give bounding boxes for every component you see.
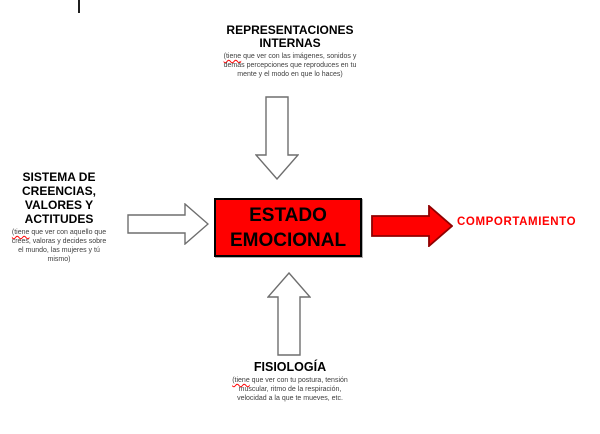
node-sistema-de-creencias: SISTEMA DE CREENCIAS, VALORES Y ACTITUDE… xyxy=(0,170,118,264)
node-title: REPRESENTACIONES INTERNAS xyxy=(226,23,354,50)
node-description: (tiene que ver con las imágenes, sonidos… xyxy=(193,52,387,79)
up-arrow-icon xyxy=(267,272,311,356)
node-description: (tiene que ver con tu postura, tensión m… xyxy=(195,376,385,403)
description-text: que ver con aquello que crees, valoras y… xyxy=(11,229,107,263)
description-text: que ver con tu postura, tensión muscular… xyxy=(237,377,348,402)
misspelled-word: (tiene xyxy=(11,229,30,236)
description-text: que ver con las imágenes, sonidos y demá… xyxy=(223,53,357,78)
node-fisiologia: FISIOLOGÍA (tiene que ver con tu postura… xyxy=(195,360,385,403)
node-title: FISIOLOGÍA xyxy=(253,360,327,374)
node-representaciones-internas: REPRESENTACIONES INTERNAS (tiene que ver… xyxy=(193,24,387,79)
node-description: (tiene que ver con aquello que crees, va… xyxy=(0,228,118,264)
misspelled-word: (tiene xyxy=(232,377,250,384)
down-arrow-icon xyxy=(255,96,299,180)
misspelled-word: (tiene xyxy=(223,53,242,60)
red-right-arrow-icon xyxy=(371,205,453,247)
node-estado-emocional: ESTADO EMOCIONAL xyxy=(214,198,362,257)
node-comportamiento: COMPORTAMIENTO xyxy=(457,216,577,228)
text-cursor-mark xyxy=(78,0,80,13)
node-title: SISTEMA DE CREENCIAS, VALORES Y ACTITUDE… xyxy=(21,170,96,226)
right-hollow-arrow-icon xyxy=(127,203,209,245)
